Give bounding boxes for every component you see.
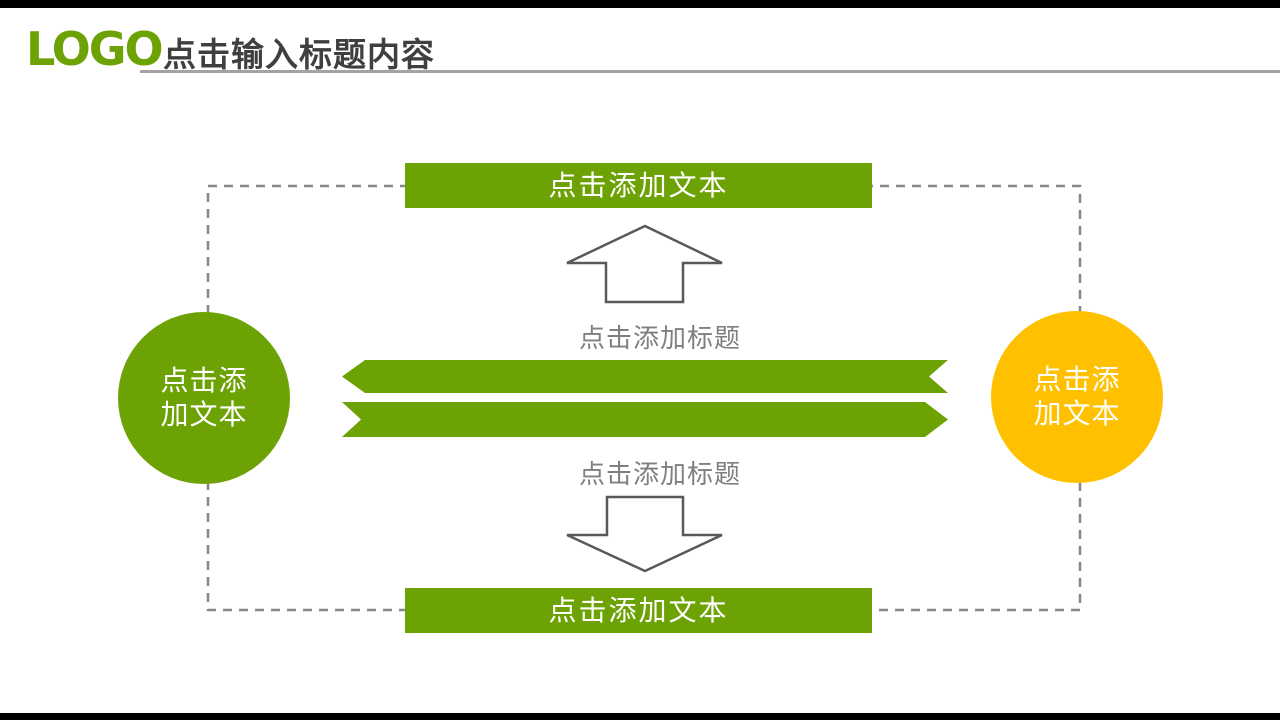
bottom-black-bar [0, 713, 1280, 720]
right-circle-placeholder[interactable]: 点击添 加文本 [991, 311, 1163, 483]
right-circle-text-line2: 加文本 [1033, 397, 1121, 430]
left-ribbon-arrow [342, 360, 948, 393]
left-circle-placeholder[interactable]: 点击添 加文本 [118, 312, 290, 484]
up-arrow-icon [566, 224, 723, 304]
top-banner-placeholder[interactable]: 点击添加文本 [405, 163, 872, 208]
upper-caption-placeholder[interactable]: 点击添加标题 [578, 324, 741, 354]
logo-text: LOGO [26, 22, 164, 76]
left-circle-text-line2: 加文本 [160, 398, 248, 431]
right-circle-text-line1: 点击添 [1033, 363, 1121, 396]
lower-caption-placeholder[interactable]: 点击添加标题 [578, 460, 741, 490]
slide-title-placeholder[interactable]: 点击输入标题内容 [163, 35, 435, 74]
header-rule [140, 70, 1280, 73]
right-ribbon-arrow [342, 402, 948, 437]
top-black-bar [0, 0, 1280, 8]
down-arrow-icon [566, 495, 723, 573]
left-circle-text-line1: 点击添 [160, 364, 248, 397]
bottom-banner-placeholder[interactable]: 点击添加文本 [405, 588, 872, 633]
